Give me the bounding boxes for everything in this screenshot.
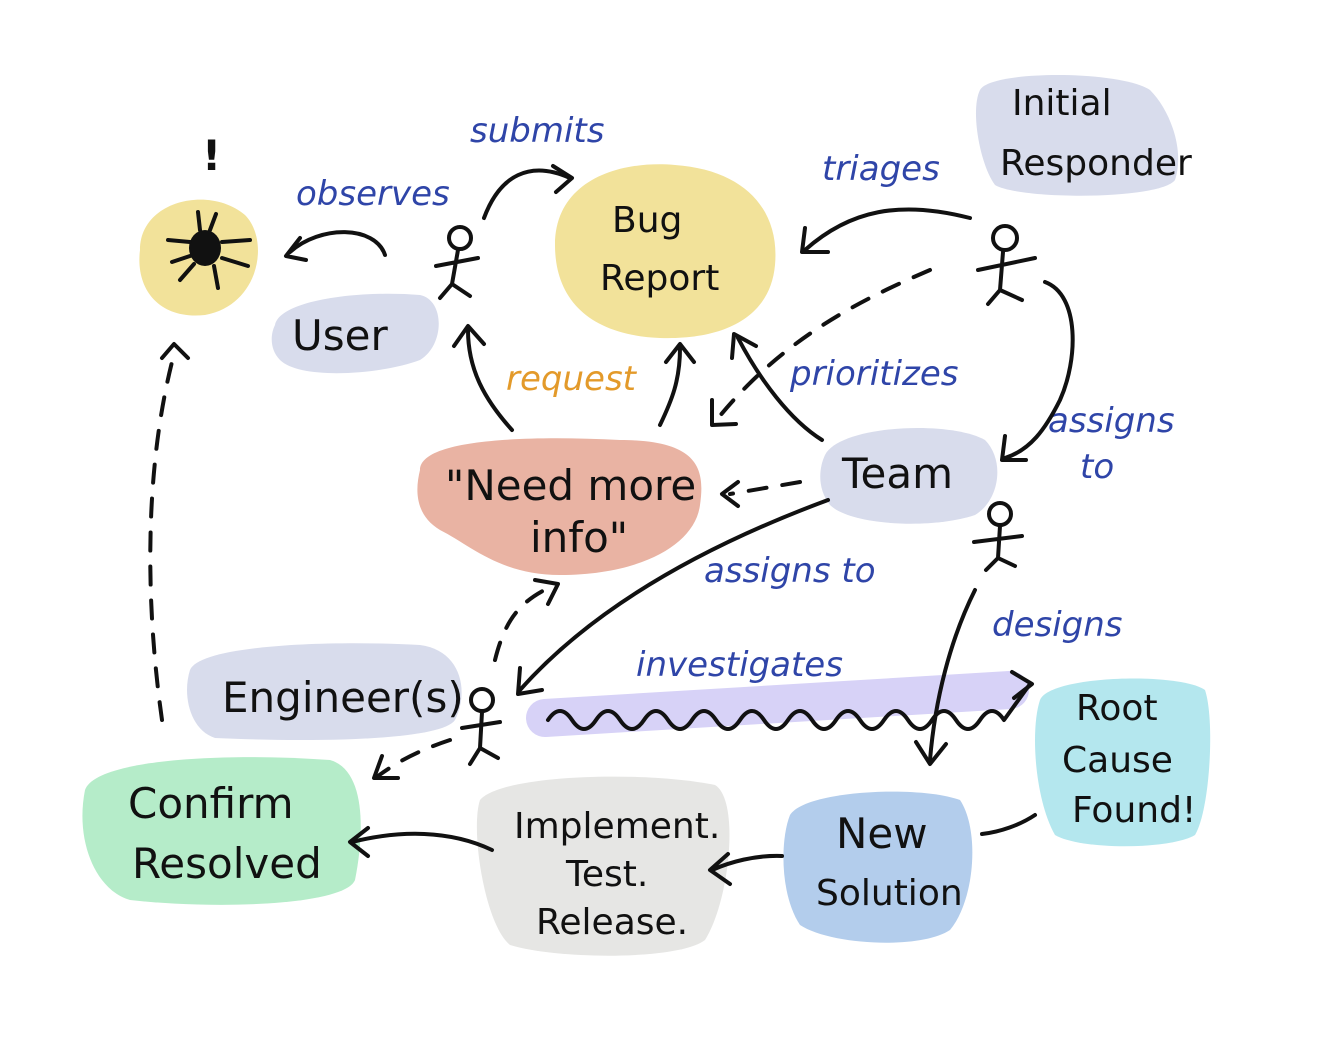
- arrow-triages: [800, 207, 972, 254]
- edge-label-observes: observes: [296, 174, 450, 214]
- engineers-label: Engineer(s): [222, 673, 464, 722]
- team-stick-figure: [972, 501, 1024, 572]
- user-blob: [271, 293, 439, 374]
- arrow-new-solution-to-implement: [708, 852, 784, 886]
- arrow-assigns-to-engineers: [516, 498, 830, 696]
- implement-label-line1: Implement.: [514, 806, 720, 847]
- edge-label-prioritizes: prioritizes: [789, 354, 959, 394]
- root-cause-label-line3: Found!: [1072, 790, 1196, 831]
- arrow-request-right: [658, 342, 696, 427]
- team-label: Team: [841, 449, 953, 498]
- user-stick-figure: [434, 225, 480, 300]
- alert-mark: !: [202, 131, 221, 180]
- arrow-submits: [482, 164, 574, 220]
- initial-responder-blob: [975, 75, 1179, 196]
- root-cause-blob: [1035, 678, 1211, 847]
- user-label: User: [292, 311, 388, 360]
- implement-blob: [476, 776, 730, 956]
- arrow-implement-to-confirm: [348, 826, 494, 858]
- edge-label-triages: triages: [822, 149, 940, 189]
- need-info-label-line1: "Need more: [445, 461, 696, 510]
- bug-report-label-line2: Report: [600, 258, 719, 299]
- arrow-assigns-to-right: [1000, 280, 1075, 462]
- root-cause-label-line1: Root: [1076, 688, 1158, 729]
- edge-label-designs: designs: [992, 605, 1123, 645]
- initial-responder-label-line2: Responder: [1000, 143, 1192, 184]
- edge-label-investigates: investigates: [636, 645, 843, 685]
- arrow-prioritizes: [730, 332, 824, 442]
- need-info-blob: [417, 438, 702, 575]
- team-blob: [820, 428, 998, 524]
- arrow-observes: [284, 230, 387, 262]
- confirm-blob: [82, 757, 361, 905]
- arrow-designs: [914, 588, 977, 766]
- edge-label-assigns-to-team: assigns to: [704, 551, 876, 591]
- arrow-engineer-need-info-dashed: [493, 578, 560, 662]
- initial-responder-label-line1: Initial: [1012, 83, 1112, 124]
- arrow-investigates-wavy: [546, 670, 1034, 731]
- confirm-resolved-label-line1: Confirm: [128, 779, 294, 828]
- bug-report-label-line1: Bug: [612, 200, 682, 241]
- arrow-engineer-to-confirm-dashed: [372, 738, 452, 780]
- implement-label-line2: Test.: [565, 854, 648, 895]
- arrow-responder-dashed: [710, 268, 932, 427]
- arrow-root-cause-to-new-solution: [980, 813, 1037, 836]
- edge-label-submits: submits: [470, 111, 604, 151]
- edge-label-assigns-to-right-line2: to: [1080, 447, 1114, 487]
- arrow-team-need-info: [720, 480, 802, 508]
- new-solution-label-line2: Solution: [816, 873, 963, 914]
- responder-stick-figure: [976, 224, 1037, 306]
- edge-label-assigns-to-right-line1: assigns: [1048, 401, 1175, 441]
- new-solution-label-line1: New: [836, 809, 928, 858]
- bug-report-blob: [555, 164, 776, 339]
- confirm-resolved-label-line2: Resolved: [132, 839, 322, 888]
- need-info-label-line2: info": [530, 513, 628, 562]
- arrow-confirm-to-bug-dashed: [148, 342, 190, 722]
- engineer-stick-figure: [460, 687, 502, 766]
- new-solution-blob: [783, 791, 973, 943]
- engineers-blob: [187, 643, 462, 741]
- root-cause-label-line2: Cause: [1062, 740, 1173, 781]
- arrow-request-left: [452, 324, 514, 432]
- bug-icon: [166, 210, 252, 290]
- implement-label-line3: Release.: [536, 902, 688, 943]
- investigates-highlight: [526, 671, 1029, 737]
- edge-label-request: request: [506, 359, 638, 399]
